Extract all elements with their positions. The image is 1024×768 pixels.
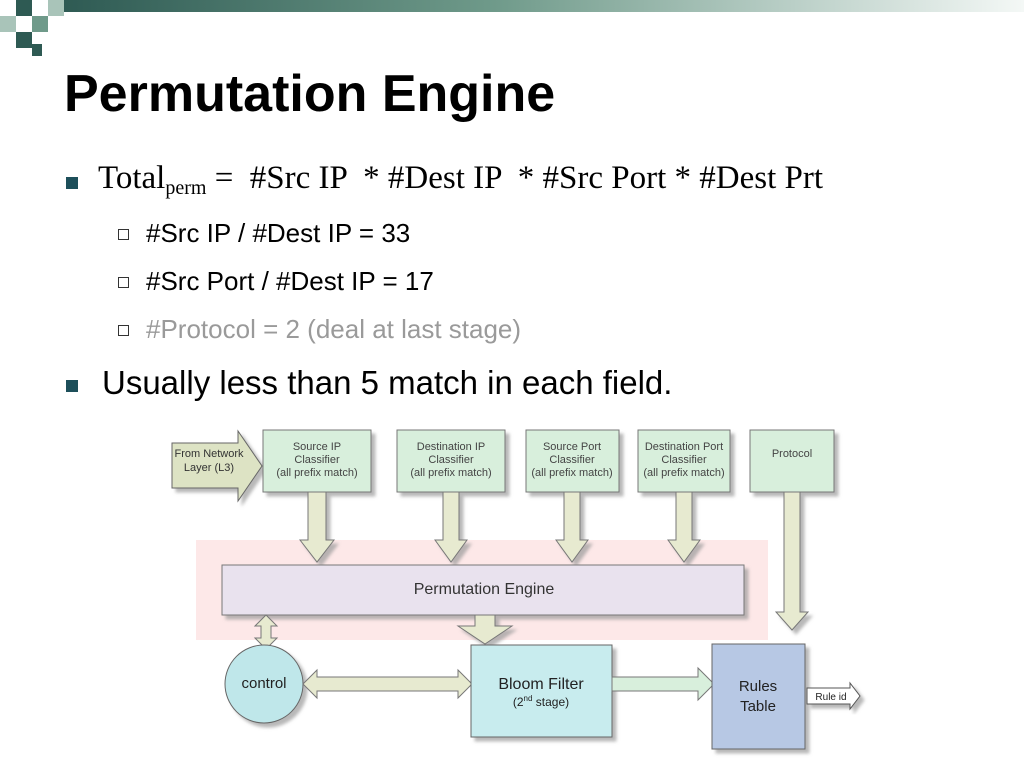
down-arrow-destination-ip bbox=[434, 491, 468, 563]
source-port-label-2: Classifier bbox=[549, 454, 595, 466]
header-bar bbox=[60, 0, 1024, 12]
source-ip-label-3: (all prefix match) bbox=[276, 467, 357, 479]
protocol-box bbox=[749, 429, 835, 493]
bullet-marker bbox=[66, 177, 78, 189]
protocol-label: Protocol bbox=[772, 448, 812, 460]
bloom-stage-close: stage) bbox=[532, 695, 569, 709]
formula-total: Total bbox=[98, 160, 166, 196]
sub-bullet-1: #Src IP / #Dest IP = 33 bbox=[146, 218, 411, 248]
input-arrow bbox=[171, 429, 263, 503]
formula-rest: = #Src IP * #Dest IP * #Src Port * #Dest… bbox=[206, 160, 824, 196]
formula: Totalperm = #Src IP * #Dest IP * #Src Po… bbox=[98, 160, 823, 200]
down-arrow-source-port bbox=[555, 491, 589, 563]
destination-ip-label-1: Destination IP bbox=[417, 441, 485, 453]
output-arrow bbox=[806, 681, 861, 711]
down-arrow-protocol bbox=[774, 491, 810, 631]
input-label-line1: From Network bbox=[174, 448, 244, 460]
engine-to-bloom-arrow bbox=[456, 614, 514, 645]
bloom-stage-open: (2 bbox=[513, 695, 524, 709]
permutation-engine-label: Permutation Engine bbox=[414, 581, 555, 598]
source-ip-label-1: Source IP bbox=[293, 441, 341, 453]
destination-ip-classifier bbox=[396, 429, 506, 493]
output-label: Rule id bbox=[815, 692, 846, 703]
rules-table-box bbox=[711, 643, 806, 750]
input-label-line2: Layer (L3) bbox=[184, 462, 234, 474]
bloom-stage-label: (2nd stage) bbox=[513, 694, 569, 709]
rules-table-label-1: Rules bbox=[739, 678, 777, 695]
permutation-engine-box bbox=[221, 564, 745, 616]
control-label: control bbox=[241, 675, 286, 692]
engine-control-double-arrow bbox=[253, 614, 279, 650]
formula-subscript: perm bbox=[165, 177, 207, 199]
sub-bullet-3: #Protocol = 2 (deal at last stage) bbox=[146, 314, 522, 344]
destination-ip-label-2: Classifier bbox=[428, 454, 474, 466]
down-arrow-destination-port bbox=[667, 491, 701, 563]
bloom-to-rules-arrow bbox=[611, 666, 715, 702]
destination-port-label-2: Classifier bbox=[661, 454, 707, 466]
sub-bullet-marker bbox=[118, 277, 129, 288]
down-arrow-source-ip bbox=[298, 491, 336, 563]
bloom-filter-label: Bloom Filter bbox=[498, 676, 584, 693]
slide-title: Permutation Engine bbox=[64, 65, 556, 123]
bullet-marker bbox=[66, 380, 78, 392]
sub-bullet-marker bbox=[118, 325, 129, 336]
source-port-label-3: (all prefix match) bbox=[531, 467, 612, 479]
source-ip-label-2: Classifier bbox=[294, 454, 340, 466]
sub-bullet-2: #Src Port / #Dest IP = 17 bbox=[146, 266, 434, 296]
bloom-filter-box bbox=[470, 644, 613, 738]
destination-ip-label-3: (all prefix match) bbox=[410, 467, 491, 479]
bloom-stage-sup: nd bbox=[524, 694, 533, 703]
destination-port-label-1: Destination Port bbox=[645, 441, 723, 453]
sub-bullet-marker bbox=[118, 229, 129, 240]
rules-table-label-2: Table bbox=[740, 698, 776, 715]
control-bloom-double-arrow bbox=[302, 668, 473, 700]
bullet-2-text: Usually less than 5 match in each field. bbox=[102, 364, 673, 401]
source-port-label-1: Source Port bbox=[543, 441, 601, 453]
destination-port-label-3: (all prefix match) bbox=[643, 467, 724, 479]
source-ip-classifier bbox=[262, 429, 372, 493]
